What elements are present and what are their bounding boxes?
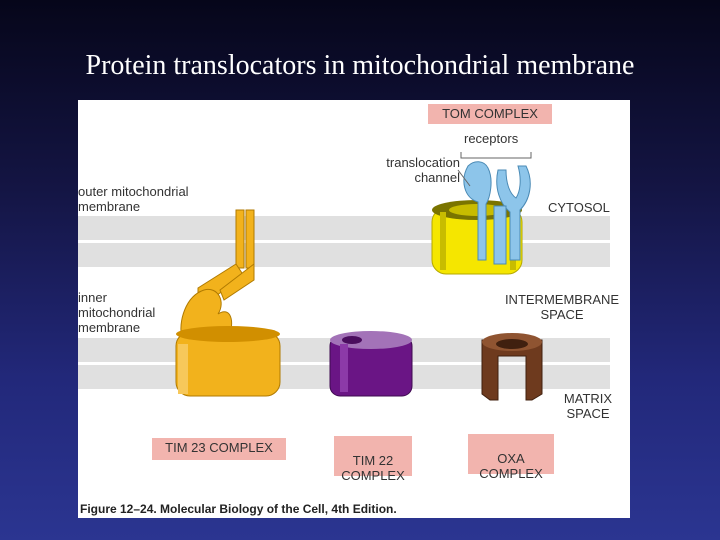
tim23-complex-label: TIM 23 COMPLEX [152,438,286,460]
translocation-channel-label: translocation channel [386,155,460,185]
receptors-label: receptors [464,131,519,146]
outer-membrane-label: outer mitochondrial membrane [78,184,189,214]
tom-complex-text: TOM COMPLEX [442,106,538,121]
tim23-complex-shape [175,209,281,397]
tom-complex-label: TOM COMPLEX [428,104,552,124]
tom-receptors [463,161,531,265]
tim22-text: TIM 22 COMPLEX [341,453,405,483]
slide-title: Protein translocators in mitochondrial m… [85,50,635,81]
diagram-graphics [78,152,610,401]
tim22-complex-shape [329,331,413,397]
tim23-text: TIM 23 COMPLEX [165,440,273,455]
receptors-bracket [460,152,532,159]
channel-pointer [457,169,471,187]
intermembrane-space-label: INTERMEMBRANE SPACE [504,292,620,322]
cytosol-label: CYTOSOL [548,200,610,215]
figure-panel: TOM COMPLEX receptors translocation chan… [78,100,630,518]
matrix-space-label: MATRIX SPACE [563,391,613,421]
outer-membrane-layers [78,216,610,267]
tim22-complex-label: TIM 22 COMPLEX [334,436,412,483]
figure-caption: Figure 12–24. Molecular Biology of the C… [80,502,397,516]
oxa-complex-shape [481,333,543,401]
inner-membrane-label: inner mitochondrial membrane [78,290,156,335]
oxa-complex-label: OXA COMPLEX [468,434,554,481]
oxa-text: OXA COMPLEX [479,451,543,481]
